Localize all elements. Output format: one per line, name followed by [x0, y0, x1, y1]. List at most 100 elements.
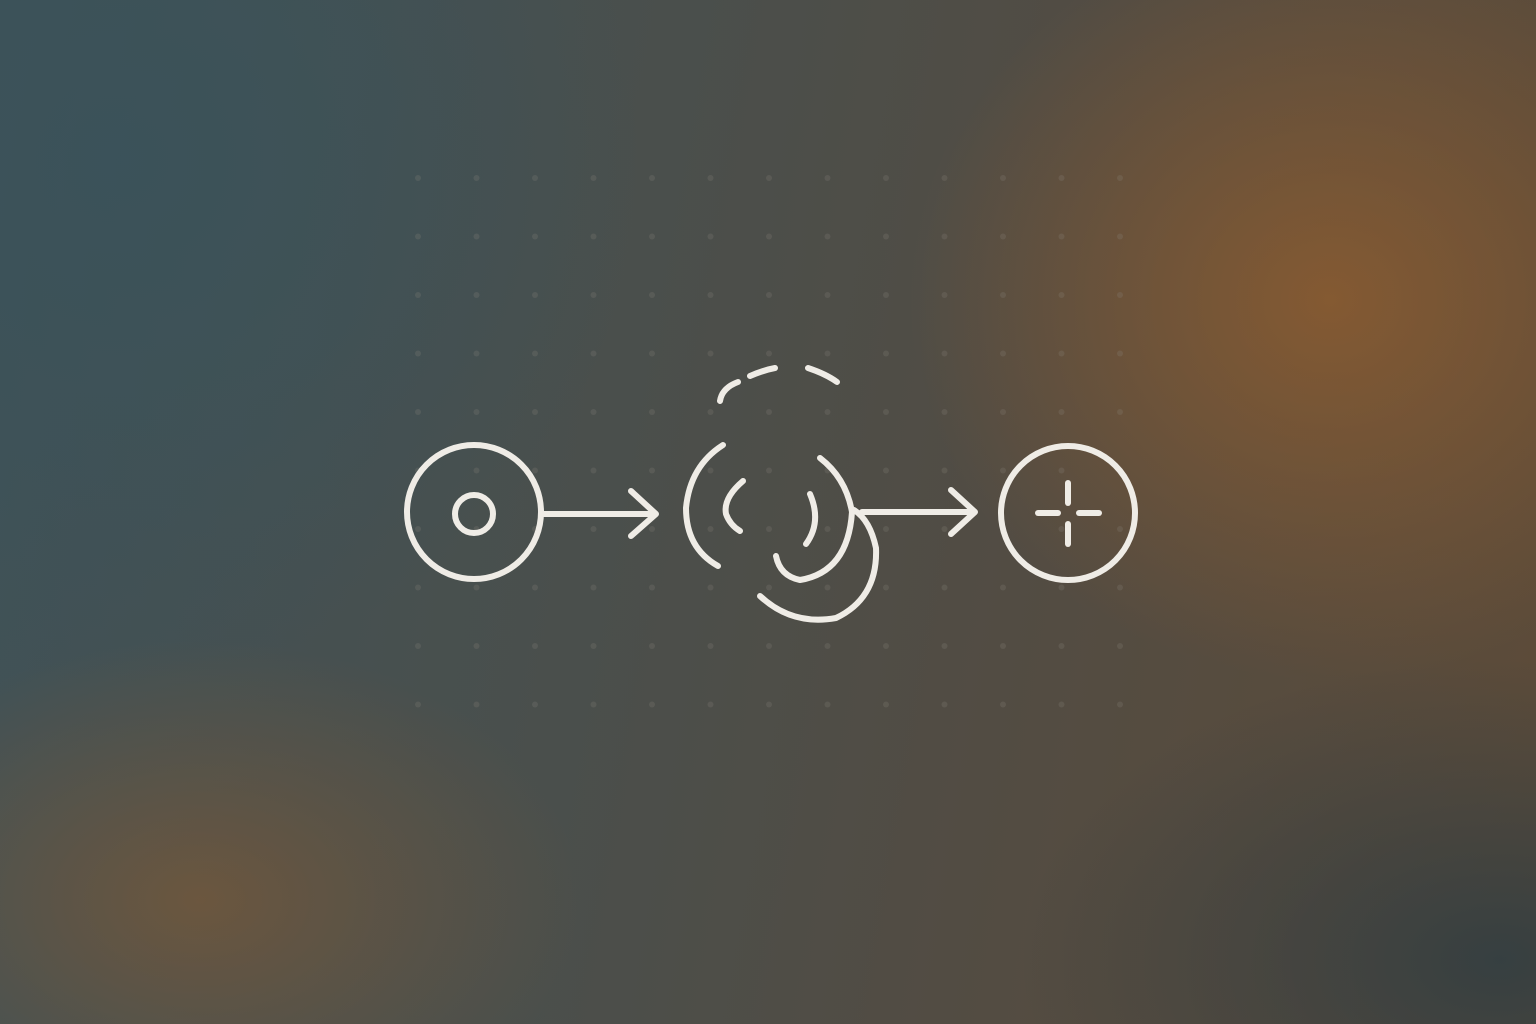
grid-dot — [941, 643, 948, 649]
grid-dot — [941, 526, 948, 532]
grid-dot — [1058, 526, 1065, 532]
grid-dot — [590, 701, 597, 708]
grid-dot — [473, 233, 480, 240]
grid-dot — [1000, 350, 1006, 357]
grid-dot — [1000, 701, 1006, 708]
grid-dot — [532, 701, 538, 708]
grid-dot — [532, 409, 538, 415]
grid-dot — [1117, 233, 1123, 240]
grid-dot — [1058, 350, 1065, 357]
grid-dot — [824, 350, 831, 357]
grid-dot — [415, 409, 421, 415]
grid-dot — [707, 701, 714, 708]
target-circle-icon — [404, 442, 544, 582]
grid-dot — [1058, 467, 1065, 474]
grid-dot — [415, 175, 421, 181]
grid-dot — [766, 643, 772, 649]
dashed-halo-segment — [717, 379, 741, 404]
grid-dot — [883, 175, 889, 181]
grid-dot — [473, 701, 480, 708]
arrow-right-icon — [859, 487, 978, 537]
grid-dot — [473, 467, 480, 474]
grid-dot — [824, 233, 831, 240]
grid-dot — [1117, 409, 1123, 415]
grid-dot — [415, 701, 421, 708]
grid-dot — [590, 233, 597, 240]
grid-dot — [1000, 233, 1006, 240]
grid-dot — [590, 350, 597, 357]
grid-dot — [1117, 292, 1123, 298]
grid-dot — [707, 233, 714, 240]
grid-dot — [707, 584, 714, 591]
grid-dot — [1058, 175, 1065, 181]
grid-dot — [415, 233, 421, 240]
grid-dot — [707, 350, 714, 357]
grid-dot — [824, 584, 831, 591]
grid-dot — [707, 643, 714, 649]
grid-dot — [941, 292, 948, 298]
grid-dot — [415, 643, 421, 649]
grid-dot — [1117, 175, 1123, 181]
grid-dot — [1000, 292, 1006, 298]
grid-dot — [883, 643, 889, 649]
grid-dot — [1000, 409, 1006, 415]
arrow-right-icon — [539, 488, 659, 539]
grid-dot — [415, 350, 421, 357]
grid-dot — [532, 175, 538, 181]
grid-dot — [590, 292, 597, 298]
dashed-halo-segment — [805, 365, 840, 385]
grid-dot — [707, 292, 714, 298]
grid-dot — [532, 233, 538, 240]
grid-dot — [1117, 701, 1123, 708]
grid-dot — [1000, 643, 1006, 649]
grid-dot — [883, 584, 889, 591]
grid-dot — [532, 584, 538, 591]
grid-dot — [766, 175, 772, 181]
grid-dot — [649, 584, 655, 591]
grid-dot — [590, 467, 597, 474]
grid-dot — [473, 584, 480, 591]
grid-dot — [590, 409, 597, 415]
grid-dot — [1058, 584, 1065, 591]
grid-dot — [883, 526, 889, 532]
grid-dot — [1117, 526, 1123, 532]
grid-dot — [590, 643, 597, 649]
grid-dot — [766, 292, 772, 298]
grid-dot — [883, 233, 889, 240]
grid-dot — [532, 467, 538, 474]
grid-dot — [1000, 584, 1006, 591]
grid-dot — [649, 643, 655, 649]
grid-dot — [532, 643, 538, 649]
grid-dot — [473, 175, 480, 181]
grid-dot — [1000, 467, 1006, 474]
grid-dot — [473, 643, 480, 649]
grid-dot — [649, 175, 655, 181]
grid-dot — [941, 175, 948, 181]
grid-dot — [415, 584, 421, 591]
grid-dot — [941, 584, 948, 591]
grid-dot — [883, 350, 889, 357]
grid-dot — [766, 526, 772, 532]
swirl-knot-icon — [683, 365, 880, 623]
grid-dot — [649, 292, 655, 298]
grid-dot — [824, 526, 831, 532]
grid-dot — [824, 643, 831, 649]
grid-dot — [649, 526, 655, 532]
grid-dot — [707, 467, 714, 474]
grid-dot — [883, 467, 889, 474]
grid-dot — [824, 175, 831, 181]
grid-dot — [649, 467, 655, 474]
grid-dot — [766, 584, 772, 591]
grid-dot — [941, 467, 948, 474]
grid-dot — [1000, 175, 1006, 181]
grid-dot — [590, 584, 597, 591]
grid-dot — [532, 350, 538, 357]
grid-dot — [590, 175, 597, 181]
grid-dot — [766, 467, 772, 474]
grid-dot — [1117, 584, 1123, 591]
grid-dot — [941, 701, 948, 708]
grid-dot — [1058, 233, 1065, 240]
grid-dot — [649, 350, 655, 357]
